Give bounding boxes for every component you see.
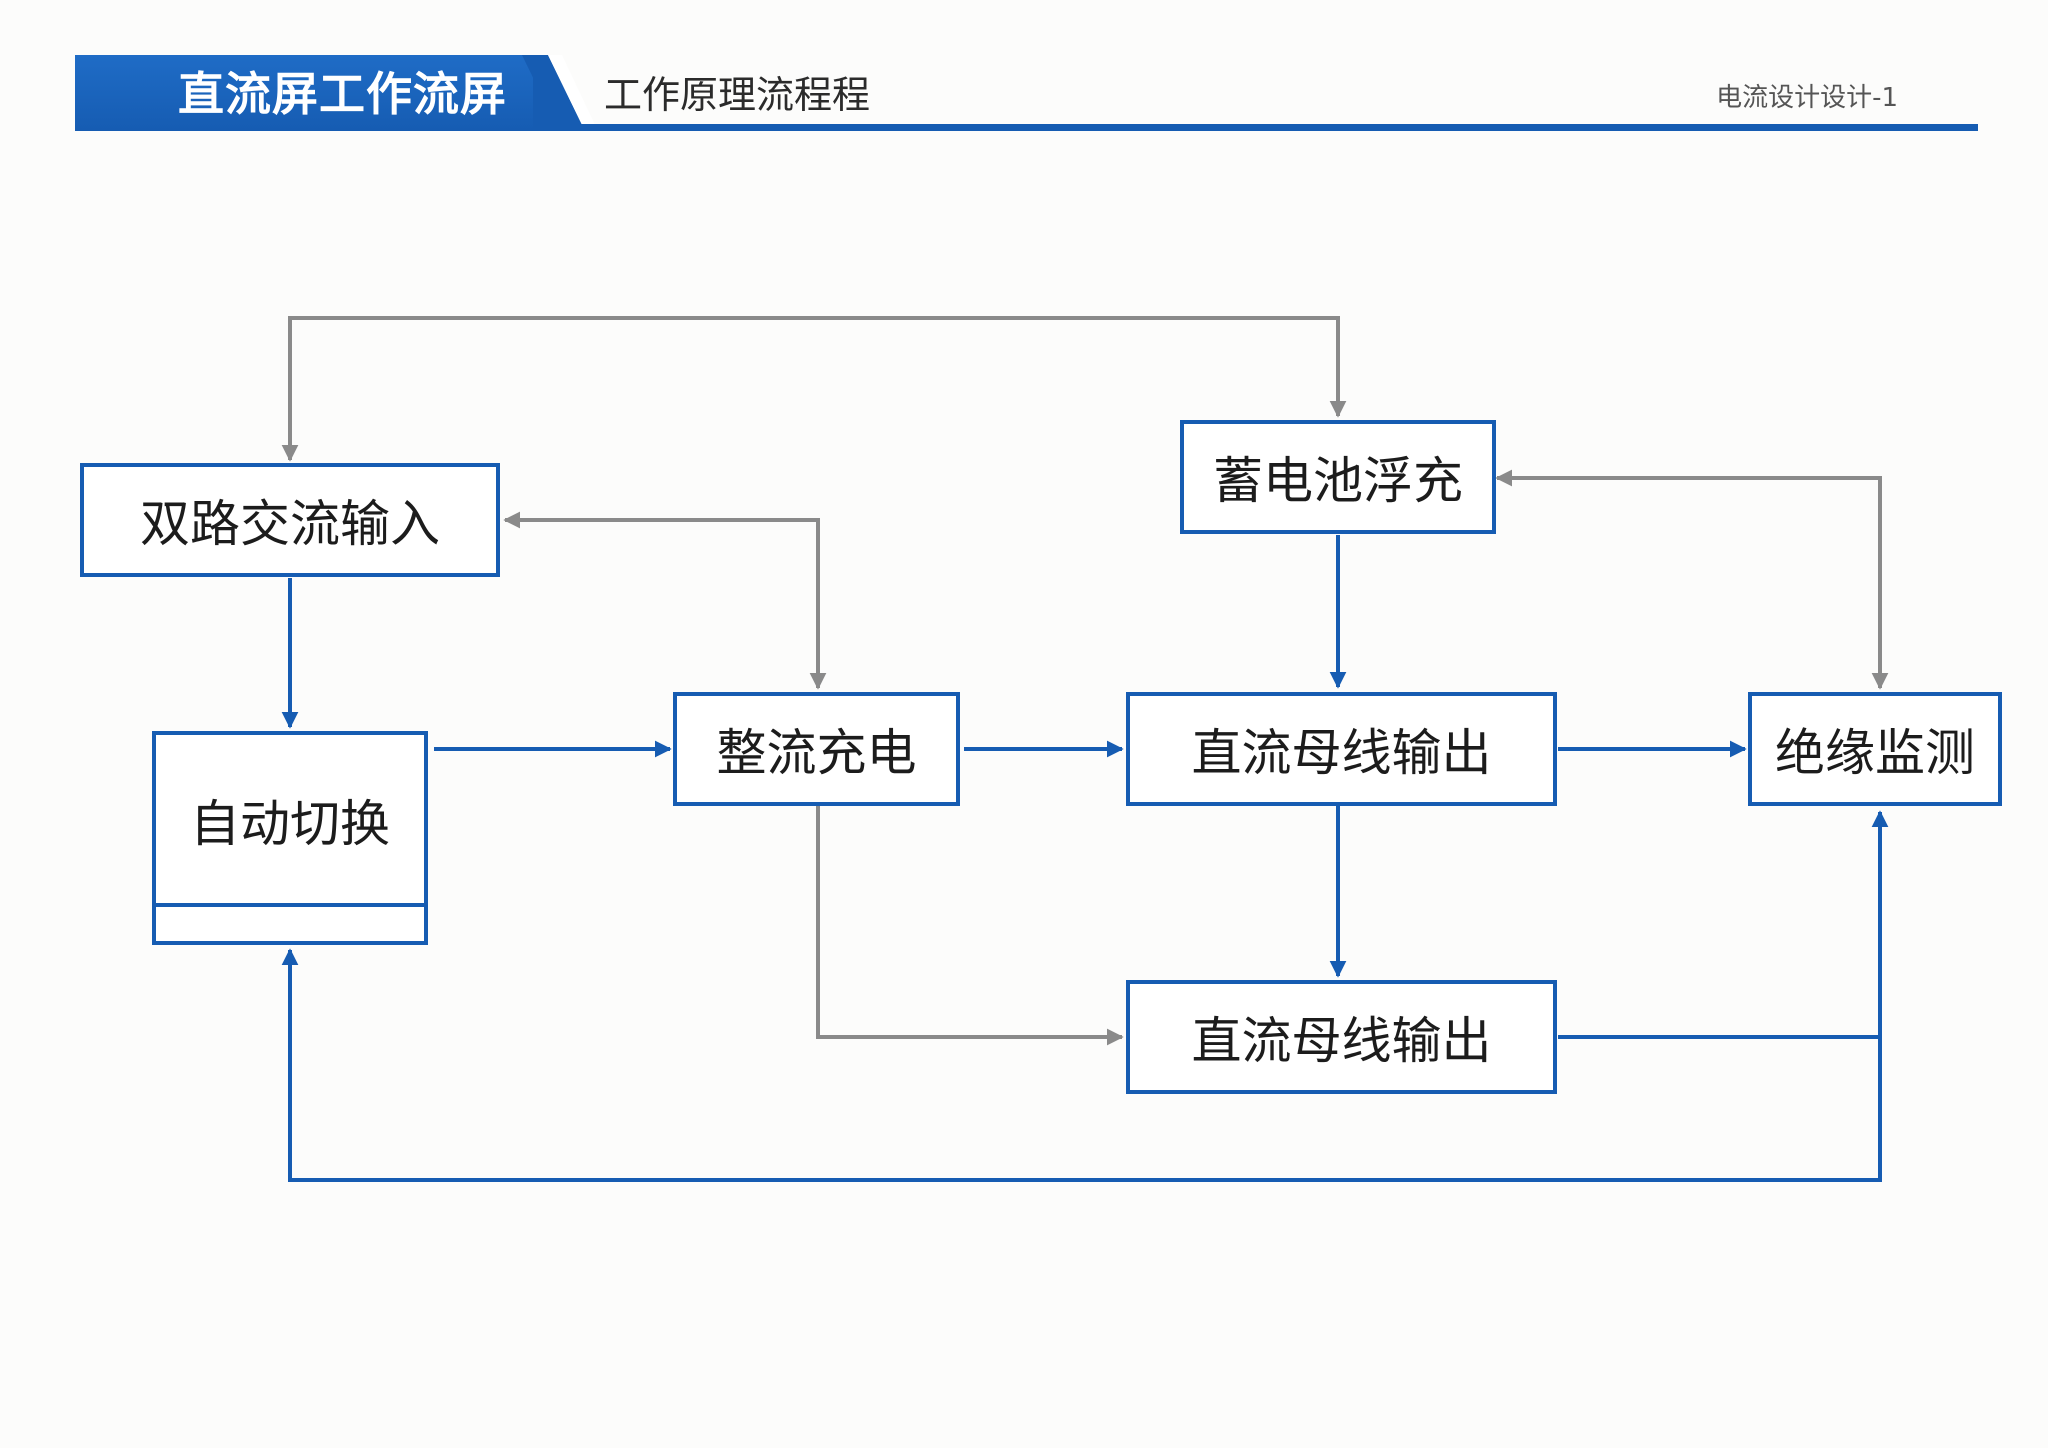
header-rule [575, 124, 1978, 131]
node-auto-switch-divider [156, 903, 424, 907]
connector-ac-to-rectifier [503, 511, 827, 690]
connector-bus2-to-monitor [1558, 810, 1889, 1039]
page-title: 直流屏工作流屏 [178, 67, 507, 121]
node-dc-bus-output-2: 直流母线输出 [1126, 980, 1557, 1094]
connector-ac-to-battery [281, 316, 1347, 462]
node-auto-switch-label: 自动切换 [190, 795, 390, 853]
page-subtitle: 工作原理流程程 [604, 73, 871, 117]
node-ac-input: 双路交流输入 [80, 463, 500, 577]
connector-loop-to-switch [281, 948, 1882, 1182]
node-insulation-monitor: 绝缘监测 [1748, 692, 2002, 806]
node-auto-switch: 自动切换 [152, 731, 428, 945]
page-code: 电流设计设计-1 [1716, 83, 1898, 113]
node-battery-float: 蓄电池浮充 [1180, 420, 1496, 534]
connector-rectifier-to-bus2 [816, 806, 1124, 1046]
node-rectifier-charge: 整流充电 [673, 692, 960, 806]
node-dc-bus-output-1: 直流母线输出 [1126, 692, 1557, 806]
connector-battery-to-monitor [1495, 469, 1889, 690]
header-title-tab [75, 55, 535, 131]
